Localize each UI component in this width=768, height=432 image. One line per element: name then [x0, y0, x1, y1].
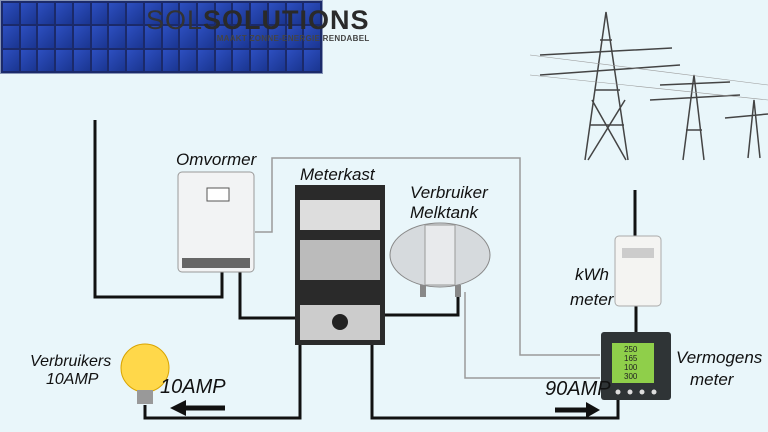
solar-cell — [73, 49, 90, 71]
inverter-icon — [177, 171, 255, 273]
solar-cell — [20, 49, 37, 71]
meter-reading-2: 165 — [624, 354, 638, 363]
solar-cell — [38, 49, 55, 71]
solar-cell — [56, 49, 72, 71]
solar-cell — [91, 49, 108, 71]
solar-cell — [144, 49, 161, 71]
signal-wires — [255, 157, 600, 379]
solar-cell — [3, 49, 19, 71]
solar-cell — [286, 3, 303, 25]
bulb-current-label: 10AMP — [160, 376, 226, 398]
power-meter-label-1: Vermogens — [676, 348, 763, 367]
solar-cell — [180, 26, 196, 48]
power-pylons-icon — [529, 11, 768, 161]
solar-cell — [180, 3, 196, 25]
consumer-tank-label-2: Melktank — [410, 203, 479, 222]
solar-cell — [197, 26, 214, 48]
solar-cell — [304, 26, 320, 48]
solar-cell — [286, 26, 303, 48]
solar-cell — [127, 49, 143, 71]
solar-cell — [162, 3, 179, 25]
solar-cell — [91, 3, 108, 25]
meter-cabinet-icon — [295, 185, 385, 345]
solar-cell — [215, 3, 232, 25]
meter-cabinet-label: Meterkast — [300, 165, 375, 184]
logo-tagline: MAAKT ZONNE-ENERGIE RENDABEL — [216, 34, 370, 43]
solar-cell — [268, 49, 285, 71]
solar-cell — [109, 3, 126, 25]
solar-cell — [38, 3, 55, 25]
solar-cell — [162, 26, 179, 48]
grid-current-label: 90AMP — [545, 378, 611, 400]
solar-cell — [304, 49, 320, 71]
milk-tank-icon — [389, 222, 491, 297]
consumers-label-2: 10AMP — [46, 371, 99, 388]
consumer-tank-label-1: Verbruiker — [410, 183, 488, 202]
solar-cell — [251, 3, 267, 25]
solar-cell — [20, 3, 37, 25]
light-bulb-icon — [120, 343, 170, 404]
solar-cell — [3, 3, 19, 25]
solar-cell — [304, 3, 320, 25]
solar-cell — [162, 49, 179, 71]
meter-reading-1: 250 — [624, 345, 638, 354]
arrow-left-icon — [170, 400, 225, 416]
solar-cell — [180, 49, 196, 71]
solar-cell — [109, 49, 126, 71]
solsolutions-logo: SOLSOLUTIONS MAAKT ZONNE-ENERGIE RENDABE… — [146, 6, 370, 43]
solar-cell — [56, 26, 72, 48]
solar-cell — [233, 49, 250, 71]
consumers-label-1: Verbruikers — [30, 353, 112, 370]
solar-cell — [3, 26, 19, 48]
solar-cell — [91, 26, 108, 48]
arrow-right-icon — [555, 402, 600, 418]
solar-cell — [268, 26, 285, 48]
power-meter-icon: 250 165 100 300 — [601, 332, 671, 400]
kwh-meter-icon — [614, 235, 662, 307]
solar-cell — [73, 26, 90, 48]
solar-cell — [56, 3, 72, 25]
solar-panel — [0, 0, 323, 74]
solar-cell — [20, 26, 37, 48]
logo-light: SOL — [146, 5, 204, 35]
power-meter-label-2: meter — [690, 370, 734, 389]
meter-reading-4: 300 — [624, 372, 638, 381]
solar-cell — [127, 26, 143, 48]
kwh-label-2: meter — [570, 290, 614, 309]
solar-cell — [251, 26, 267, 48]
solar-cell — [144, 3, 161, 25]
solar-cell — [233, 26, 250, 48]
solar-cell — [144, 26, 161, 48]
solar-cell — [215, 26, 232, 48]
meter-reading-3: 100 — [624, 363, 638, 372]
solar-cell — [215, 49, 232, 71]
solar-cell — [109, 26, 126, 48]
solar-cell — [73, 3, 90, 25]
solar-cell — [233, 3, 250, 25]
logo-bold: SOLUTIONS — [203, 5, 370, 35]
solar-cell — [38, 26, 55, 48]
solar-cell — [268, 3, 285, 25]
solar-cell — [197, 3, 214, 25]
solar-cell — [286, 49, 303, 71]
solar-cell — [197, 49, 214, 71]
inverter-label: Omvormer — [176, 150, 257, 169]
solar-cell — [127, 3, 143, 25]
power-wires — [93, 120, 638, 420]
solar-cell — [251, 49, 267, 71]
kwh-label-1: kWh — [575, 265, 609, 284]
